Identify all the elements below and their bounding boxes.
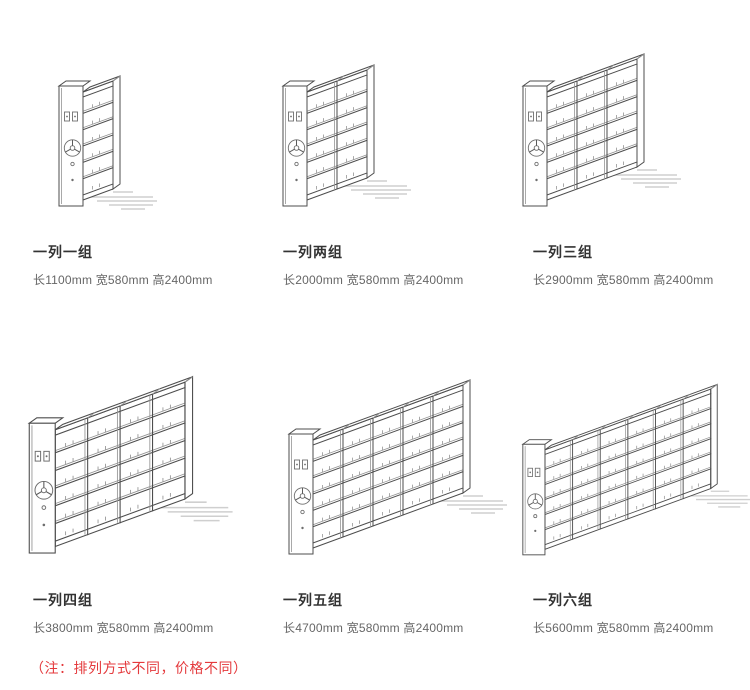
shelving-unit-drawing: [521, 383, 750, 556]
variant-grid: 一列一组 长1100mm 宽580mm 高2400mm 一列两组 长2000mm…: [0, 0, 750, 650]
variant-dimensions: 长2900mm 宽580mm 高2400mm: [533, 273, 714, 287]
product-variant-4: 一列四组 长3800mm 宽580mm 高2400mm: [0, 302, 250, 650]
product-variant-3: 一列三组 长2900mm 宽580mm 高2400mm: [500, 0, 750, 302]
product-variant-5: 一列五组 长4700mm 宽580mm 高2400mm: [250, 302, 507, 650]
variant-caption: 一列一组 长1100mm 宽580mm 高2400mm: [33, 242, 250, 288]
variant-label: 一列五组: [283, 592, 343, 608]
shelving-unit-drawing: [27, 375, 233, 554]
variant-dimensions: 长5600mm 宽580mm 高2400mm: [533, 621, 714, 635]
variant-caption: 一列三组 长2900mm 宽580mm 高2400mm: [533, 242, 750, 288]
shelving-unit-drawing: [57, 75, 157, 210]
price-note: （注：排列方式不同，价格不同）: [30, 660, 248, 676]
shelving-unit-drawing: [287, 379, 507, 555]
variant-dimensions: 长1100mm 宽580mm 高2400mm: [33, 273, 213, 287]
shelving-illustration-3-groups: [521, 45, 750, 218]
product-variant-1: 一列一组 长1100mm 宽580mm 高2400mm: [0, 0, 250, 302]
variant-label: 一列两组: [283, 244, 343, 260]
shelving-illustration-4-groups: [27, 367, 250, 566]
product-variant-2: 一列两组 长2000mm 宽580mm 高2400mm: [250, 0, 500, 302]
shelving-illustration-5-groups: [287, 371, 507, 566]
variant-caption: 一列四组 长3800mm 宽580mm 高2400mm: [33, 590, 250, 636]
shelving-illustration-6-groups: [521, 376, 750, 566]
variant-dimensions: 长4700mm 宽580mm 高2400mm: [283, 621, 464, 635]
variant-caption: 一列两组 长2000mm 宽580mm 高2400mm: [283, 242, 500, 288]
variant-label: 一列六组: [533, 592, 593, 608]
variant-caption: 一列六组 长5600mm 宽580mm 高2400mm: [533, 590, 750, 636]
shelving-illustration-2-groups: [281, 56, 500, 218]
variant-dimensions: 长2000mm 宽580mm 高2400mm: [283, 273, 464, 287]
variant-dimensions: 长3800mm 宽580mm 高2400mm: [33, 621, 214, 635]
product-variant-6: 一列六组 长5600mm 宽580mm 高2400mm: [500, 302, 750, 650]
shelving-unit-drawing: [281, 64, 411, 207]
variant-caption: 一列五组 长4700mm 宽580mm 高2400mm: [283, 590, 500, 636]
variant-label: 一列一组: [33, 244, 93, 260]
variant-label: 一列三组: [533, 244, 593, 260]
shelving-unit-drawing: [521, 53, 681, 207]
variant-label: 一列四组: [33, 592, 93, 608]
shelving-illustration-1-group: [57, 67, 250, 218]
